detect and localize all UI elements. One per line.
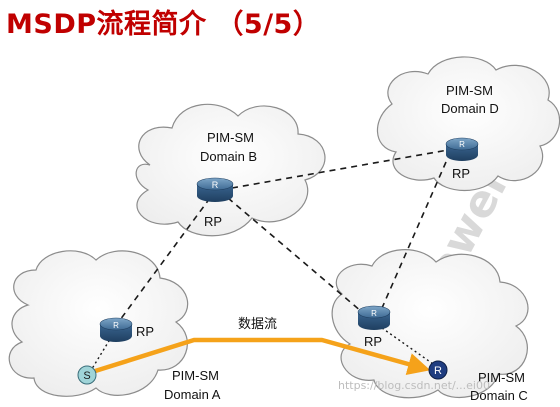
watermark-url: https://blog.csdn.net/...ei00 — [338, 379, 490, 392]
router-rp-a: R — [99, 317, 133, 342]
router-d-label: RP — [452, 166, 470, 181]
router-b-letter: R — [212, 180, 219, 190]
receiver-host: R — [428, 360, 448, 380]
peer-link-d-c — [381, 161, 447, 309]
page-title: MSDP流程简介 （5/5） — [6, 9, 321, 40]
router-c-letter: R — [371, 309, 377, 318]
router-a-label: RP — [136, 324, 154, 339]
msdp-peer-links — [119, 149, 449, 321]
router-a-letter: R — [113, 321, 119, 330]
router-c-label: RP — [364, 334, 382, 349]
data-flow-arrow — [91, 337, 431, 376]
cloud-domain-c — [331, 249, 529, 399]
receiver-label: R — [434, 365, 442, 377]
peer-link-b-a — [119, 197, 211, 321]
router-rp-c: R — [357, 305, 391, 330]
cloud-domain-b — [135, 103, 326, 237]
cloud-domain-a — [8, 250, 189, 397]
router-b-label: RP — [204, 214, 222, 229]
domain-a-line1: PIM-SM — [172, 368, 219, 383]
domain-d-line1: PIM-SM — [446, 83, 493, 98]
domain-d-line2: Domain D — [441, 101, 499, 116]
domain-a-line2: Domain A — [164, 387, 221, 402]
domain-c-line2: Domain C — [470, 388, 528, 403]
source-host: S — [77, 365, 97, 385]
router-rp-b: R — [196, 177, 234, 202]
domain-c-line1: PIM-SM — [478, 370, 525, 385]
source-label: S — [83, 370, 90, 382]
cloud-domain-d — [376, 56, 560, 192]
router-d-letter: R — [459, 140, 465, 149]
data-flow: 数据流 — [91, 316, 431, 376]
data-flow-label: 数据流 — [238, 316, 277, 331]
peer-link-b-c — [227, 197, 363, 313]
domain-b-line1: PIM-SM — [207, 130, 254, 145]
link-rp-a-source — [89, 335, 113, 373]
peer-link-b-d — [231, 149, 449, 189]
router-rp-d: R — [445, 137, 479, 161]
domain-b-line2: Domain B — [200, 149, 257, 164]
